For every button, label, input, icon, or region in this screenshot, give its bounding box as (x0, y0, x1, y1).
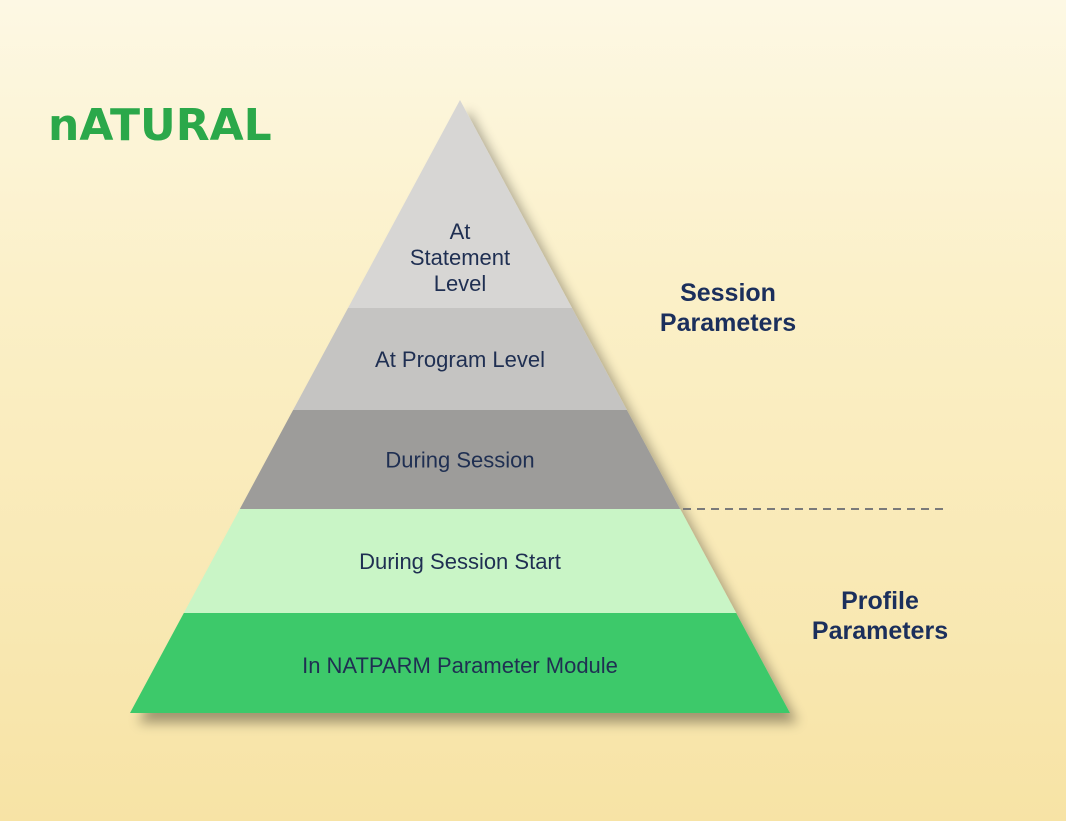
profile-parameters-label: Profile Parameters (800, 586, 960, 646)
session-parameters-line1: Session (680, 279, 776, 307)
level-natparm-band (130, 613, 790, 713)
level-natparm-label: In NATPARM Parameter Module (302, 653, 618, 678)
level-session-start-label: During Session Start (359, 549, 561, 574)
level-program-label: At Program Level (375, 347, 545, 372)
session-parameters-line2: Parameters (659, 309, 797, 337)
level-program-band (293, 308, 627, 410)
level-during-session-band (239, 410, 681, 509)
profile-parameters-line1: Profile (841, 587, 919, 615)
level-session-start-band (183, 509, 737, 613)
natural-logo: nATURAL (48, 100, 272, 151)
level-statement-label: Level (434, 271, 487, 296)
level-statement-band (348, 100, 572, 308)
level-statement-label: Statement (410, 245, 510, 270)
session-parameters-label: Session Parameters (648, 278, 808, 338)
level-during-session-label: During Session (385, 448, 534, 473)
profile-parameters-line2: Parameters (811, 617, 949, 645)
level-statement-label: At (450, 219, 471, 244)
